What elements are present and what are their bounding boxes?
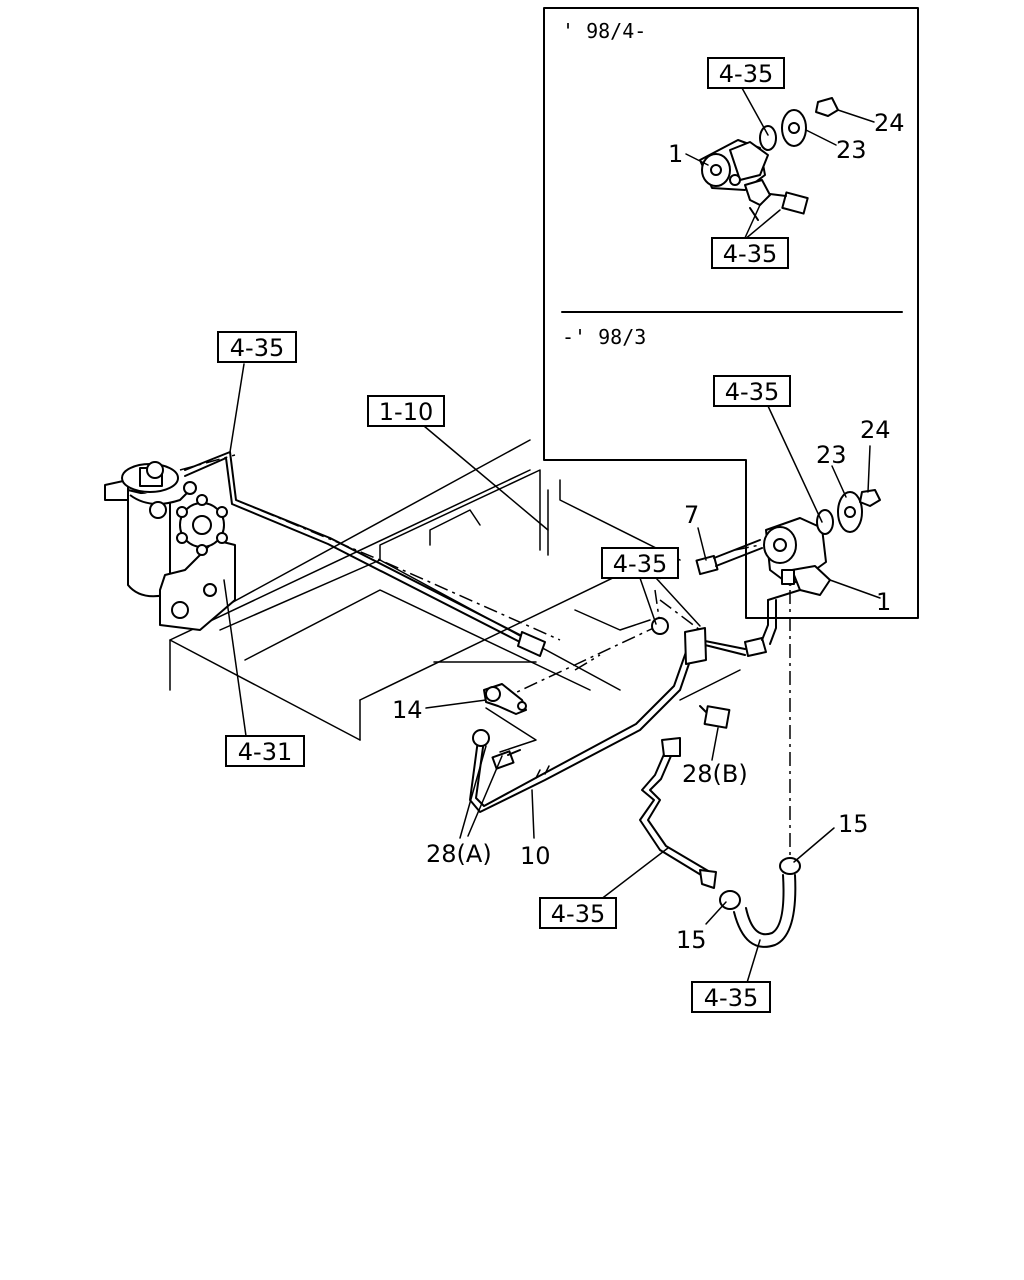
- callout-24-upper: 24: [874, 109, 905, 137]
- ref-box-9: 4-35: [691, 981, 771, 1013]
- svg-text:4-35: 4-35: [613, 550, 667, 578]
- inset-frame: [543, 7, 919, 619]
- callout-10: 10: [520, 842, 551, 870]
- svg-text:4-35: 4-35: [719, 60, 773, 88]
- callout-24-lower: 24: [860, 416, 891, 444]
- leader-lines: [223, 87, 881, 987]
- callout-23-upper: 23: [836, 136, 867, 164]
- bracket-14: [483, 683, 537, 753]
- svg-text:4-31: 4-31: [238, 738, 292, 766]
- svg-text:4-35: 4-35: [725, 378, 779, 406]
- svg-text:1-10: 1-10: [379, 398, 433, 426]
- callout-15-left: 15: [676, 926, 707, 954]
- ref-box-4: 4-35: [217, 331, 297, 363]
- return-line: [469, 617, 767, 813]
- callout-28a: 28(A): [426, 840, 492, 868]
- callout-1-lower: 1: [876, 588, 891, 616]
- callout-23-lower: 23: [816, 441, 847, 469]
- pressure-hose: [184, 451, 546, 657]
- inset-bottom-caption: -' 98/3: [562, 325, 646, 349]
- callout-28b: 28(B): [682, 760, 748, 788]
- svg-text:4-35: 4-35: [723, 240, 777, 268]
- bolt-28b: [699, 705, 731, 729]
- callout-7: 7: [684, 501, 699, 529]
- ref-box-5: 1-10: [367, 395, 445, 427]
- pump-assembly-lower: [695, 489, 881, 645]
- ref-box-2: 4-35: [711, 237, 789, 269]
- ref-box-8: 4-35: [539, 897, 617, 929]
- steering-gear: [104, 461, 236, 631]
- callout-15-right: 15: [838, 810, 869, 838]
- ref-box-6: 4-35: [601, 547, 679, 579]
- callout-1-upper: 1: [668, 140, 683, 168]
- chassis-frame: [169, 439, 741, 741]
- svg-text:4-35: 4-35: [704, 984, 758, 1012]
- suction-pipe: [639, 737, 717, 889]
- ref-box-7: 4-31: [225, 735, 305, 767]
- inset-top-caption: ' 98/4-: [562, 19, 646, 43]
- bolt-28a: [491, 749, 521, 770]
- ref-box-1: 4-35: [707, 57, 785, 89]
- svg-text:4-35: 4-35: [551, 900, 605, 928]
- pump-assembly-upper: [699, 97, 839, 221]
- ref-box-3: 4-35: [713, 375, 791, 407]
- callout-14: 14: [392, 696, 423, 724]
- reservoir-hose: [719, 857, 801, 948]
- svg-text:4-35: 4-35: [230, 334, 284, 362]
